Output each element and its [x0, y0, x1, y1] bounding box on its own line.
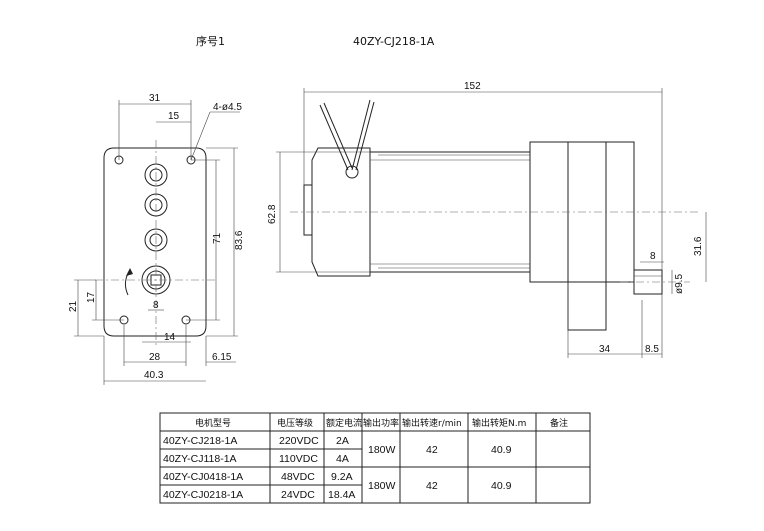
- output-shaft: [633, 269, 663, 295]
- lead-wire: [355, 101, 375, 171]
- cell-model: 40ZY-CJ0418-1A: [163, 471, 243, 483]
- dim-152: 152: [464, 81, 481, 92]
- dim-21: 21: [68, 300, 79, 312]
- dim-71: 71: [212, 232, 223, 244]
- dim-9-5: ø9.5: [674, 274, 685, 294]
- cell-current: 2A: [336, 435, 349, 447]
- cell-current: 4A: [336, 453, 349, 465]
- dim-31: 31: [149, 93, 161, 104]
- header-model: 电机型号: [195, 417, 231, 429]
- cell-power: 180W: [368, 480, 396, 492]
- cell-model: 40ZY-CJ118-1A: [163, 453, 237, 465]
- dim-6-15: 6.15: [212, 352, 232, 363]
- dim-62-8: 62.8: [267, 204, 278, 224]
- lead-wire: [323, 102, 353, 169]
- leader-line: [190, 111, 211, 161]
- cell-voltage: 24VDC: [281, 489, 315, 501]
- cell-model: 40ZY-CJ218-1A: [163, 435, 237, 447]
- dim-8-side: 8: [650, 251, 656, 262]
- header-remark: 备注: [550, 417, 568, 429]
- lead-wire: [319, 104, 349, 171]
- dim-17: 17: [86, 291, 97, 303]
- motor-rear-boss: [303, 184, 313, 236]
- spec-table: 电机型号 电压等级 额定电流 输出功率 输出转速r/min 输出转矩N.m 备注…: [159, 412, 591, 504]
- cell-speed: 42: [426, 480, 438, 492]
- cell-voltage: 220VDC: [279, 435, 319, 447]
- gearbox-outline: [103, 147, 207, 337]
- cell-current: 18.4A: [328, 489, 355, 501]
- dim-14: 14: [164, 332, 176, 343]
- gearbox-flange: [567, 141, 607, 331]
- dim-8: 8: [153, 300, 159, 311]
- front-view: 31 15 4-ø4.5 71 83.6 17 21 8 14: [68, 93, 245, 385]
- dim-28: 28: [149, 352, 161, 363]
- header-speed: 输出转速r/min: [402, 417, 462, 429]
- gear-boss-inner: [149, 233, 163, 247]
- dim-holes: 4-ø4.5: [213, 102, 242, 113]
- dim-83-6: 83.6: [234, 230, 245, 250]
- cell-torque: 40.9: [491, 444, 512, 456]
- side-view: 152 62.8 31.6 8 ø9.5 34 8.5: [267, 81, 707, 358]
- dim-15: 15: [168, 111, 180, 122]
- dim-8-5: 8.5: [645, 344, 659, 355]
- header-current: 额定电流: [326, 417, 362, 429]
- cell-model: 40ZY-CJ0218-1A: [163, 489, 243, 501]
- gear-boss: [144, 228, 168, 252]
- cell-voltage: 48VDC: [281, 471, 315, 483]
- motor-endcap: [311, 147, 371, 277]
- lead-wire: [351, 99, 371, 171]
- dim-34: 34: [599, 344, 611, 355]
- cell-current: 9.2A: [331, 471, 353, 483]
- cell-torque: 40.9: [491, 480, 512, 492]
- serial-label: 序号1: [196, 34, 225, 48]
- wire-grommet: [345, 165, 359, 179]
- dim-31-6: 31.6: [693, 236, 704, 256]
- header-power: 输出功率: [363, 417, 399, 429]
- cell-voltage: 110VDC: [279, 453, 318, 465]
- cell-speed: 42: [426, 444, 438, 456]
- dim-40-3: 40.3: [144, 370, 164, 381]
- model-title: 40ZY-CJ218-1A: [353, 35, 435, 48]
- header-voltage: 电压等级: [277, 417, 313, 429]
- rotation-arrowhead-icon: [126, 268, 133, 276]
- cell-power: 180W: [368, 444, 396, 456]
- table-border: [159, 412, 591, 504]
- header-torque: 输出转矩N.m: [472, 417, 526, 429]
